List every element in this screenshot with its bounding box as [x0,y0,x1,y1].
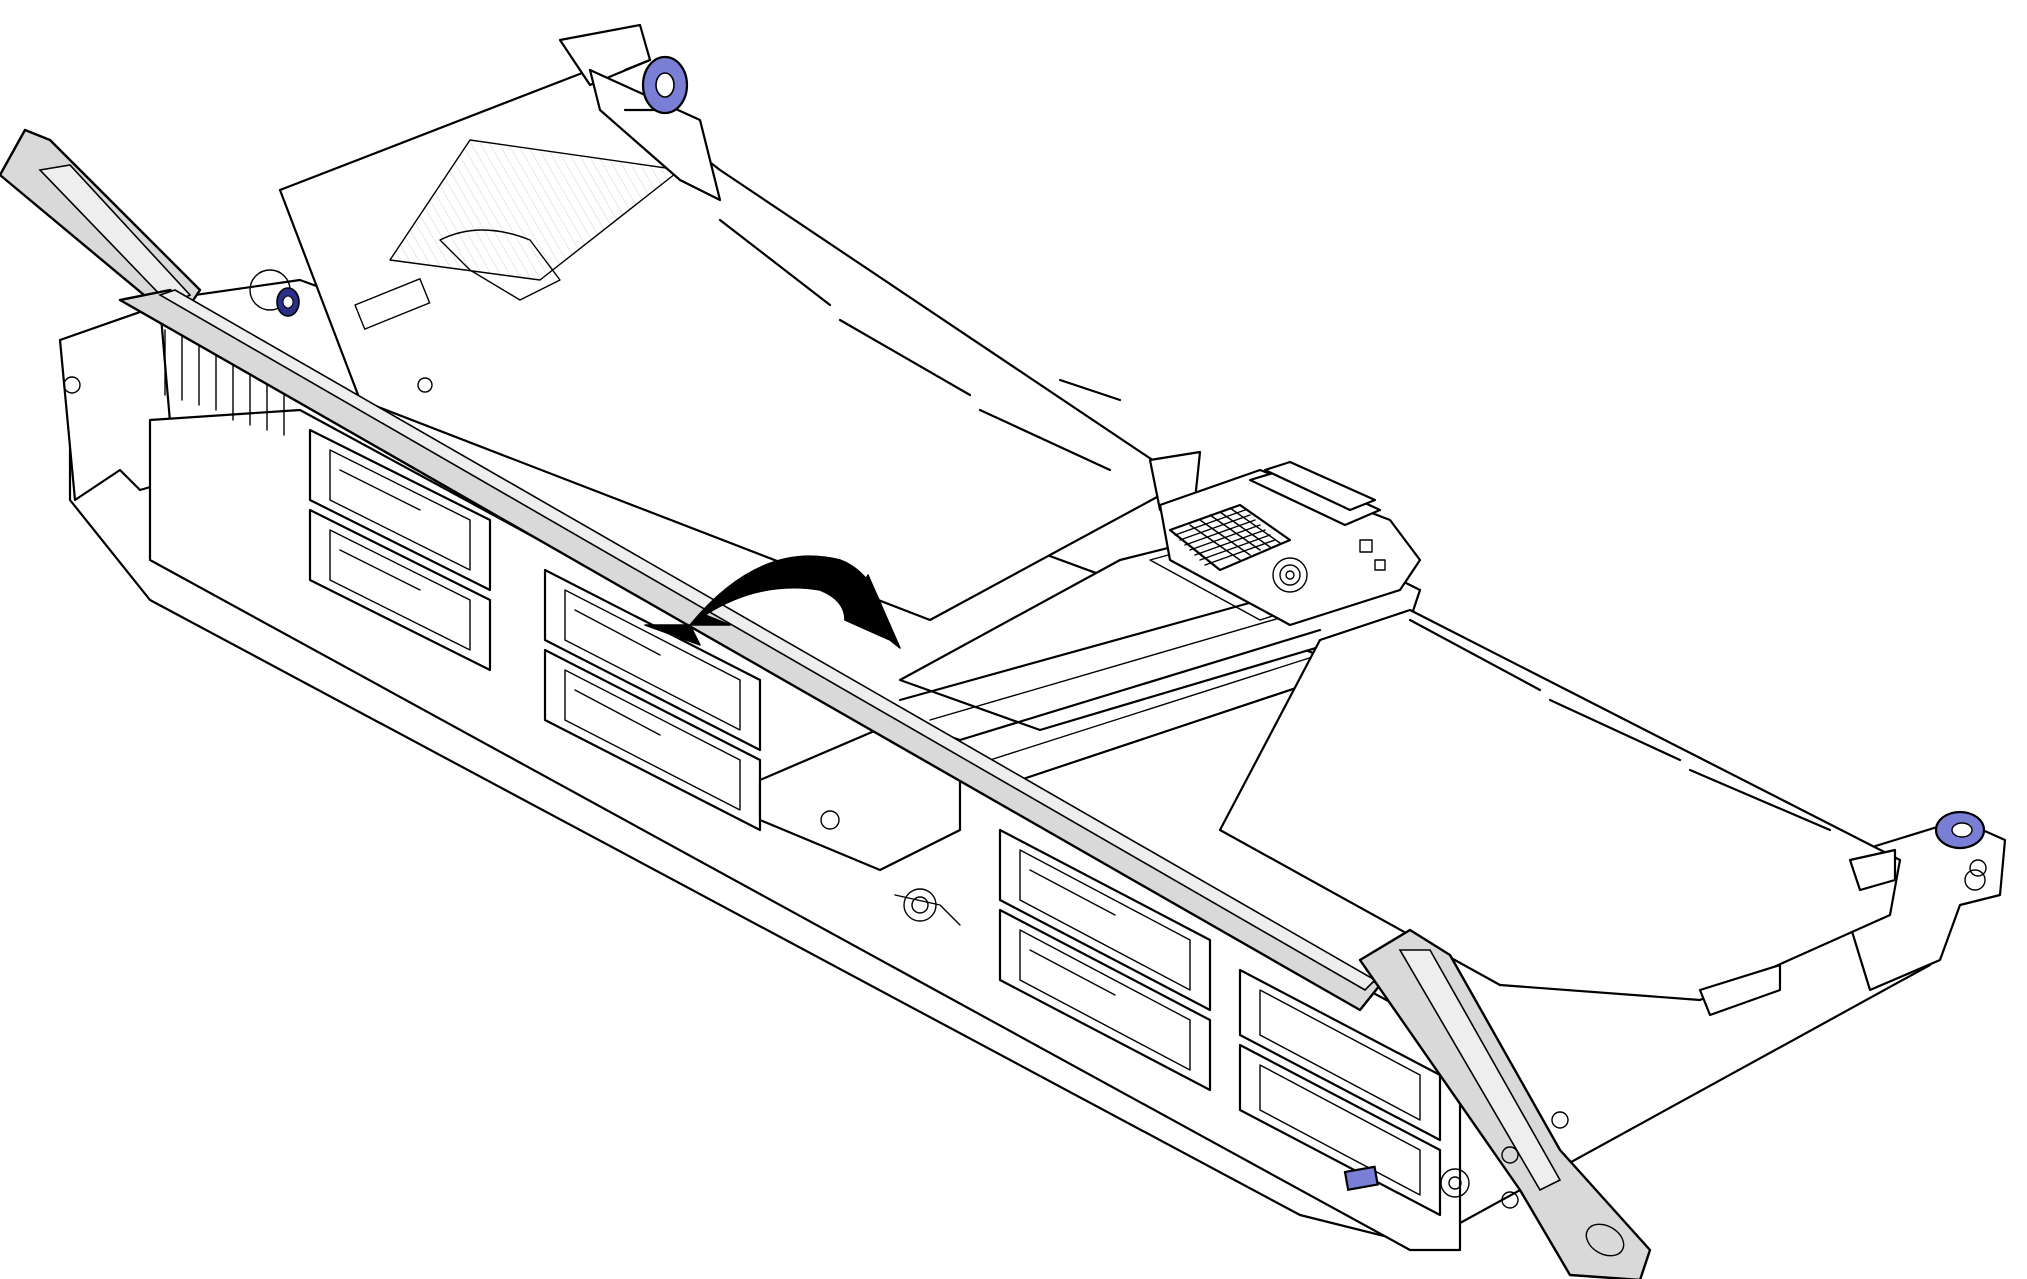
blue-touch-point-icon [1934,810,1986,891]
drive-bay-icon [998,828,1212,1012]
drive-bays-left [308,428,762,832]
release-tab-icon [1343,1146,1519,1209]
rotation-arrow-icon [644,555,901,649]
drive-bay-icon [543,648,762,832]
left-carrier-tray [278,23,1202,622]
drive-bay-icon [543,568,762,752]
drive-bay-icon [1238,1043,1442,1217]
drive-bay-icon [308,428,492,592]
drive-bays-right [998,828,1442,1217]
drive-bay-icon [308,508,492,672]
standoff-icon [1272,557,1308,593]
screw-icon [249,269,300,317]
blue-touch-point-icon [623,55,689,115]
drive-bay-icon [998,908,1212,1092]
drive-bay-icon [1238,968,1442,1142]
heatsink-icon [1168,503,1292,572]
right-carrier-tray [1218,608,1902,1017]
left-vents [164,329,285,436]
handle-icon [0,128,1652,1279]
